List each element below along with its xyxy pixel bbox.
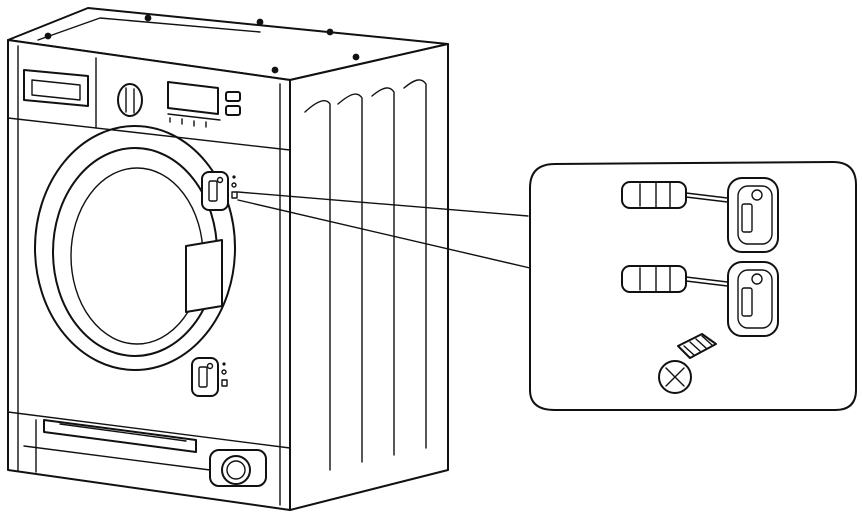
screwdriver — [621, 265, 745, 293]
hinge-detail-bottom — [727, 261, 779, 337]
screw — [658, 333, 717, 394]
top-seam — [37, 17, 261, 41]
drain-filter-cap[interactable] — [209, 449, 267, 487]
washing-machine — [7, 7, 449, 511]
detergent-drawer — [23, 69, 89, 107]
panel-button-bottom[interactable] — [225, 105, 241, 116]
hinge-detail-top — [727, 177, 779, 253]
door-hinge-bottom — [191, 357, 228, 397]
detail-callout — [529, 161, 857, 411]
top-screws — [44, 14, 360, 74]
machine-side-panel — [289, 43, 449, 511]
control-panel-bottom-edge — [7, 117, 291, 151]
side-ribs — [304, 79, 427, 471]
door-handle[interactable] — [185, 239, 223, 313]
program-knob-icon[interactable] — [117, 83, 143, 117]
door-hinge-top — [201, 171, 238, 211]
machine-front-panel — [7, 39, 291, 511]
panel-button-top[interactable] — [225, 91, 241, 102]
callout-leaders — [237, 191, 531, 269]
display-screen — [167, 81, 221, 128]
machine-plinth — [7, 411, 291, 473]
